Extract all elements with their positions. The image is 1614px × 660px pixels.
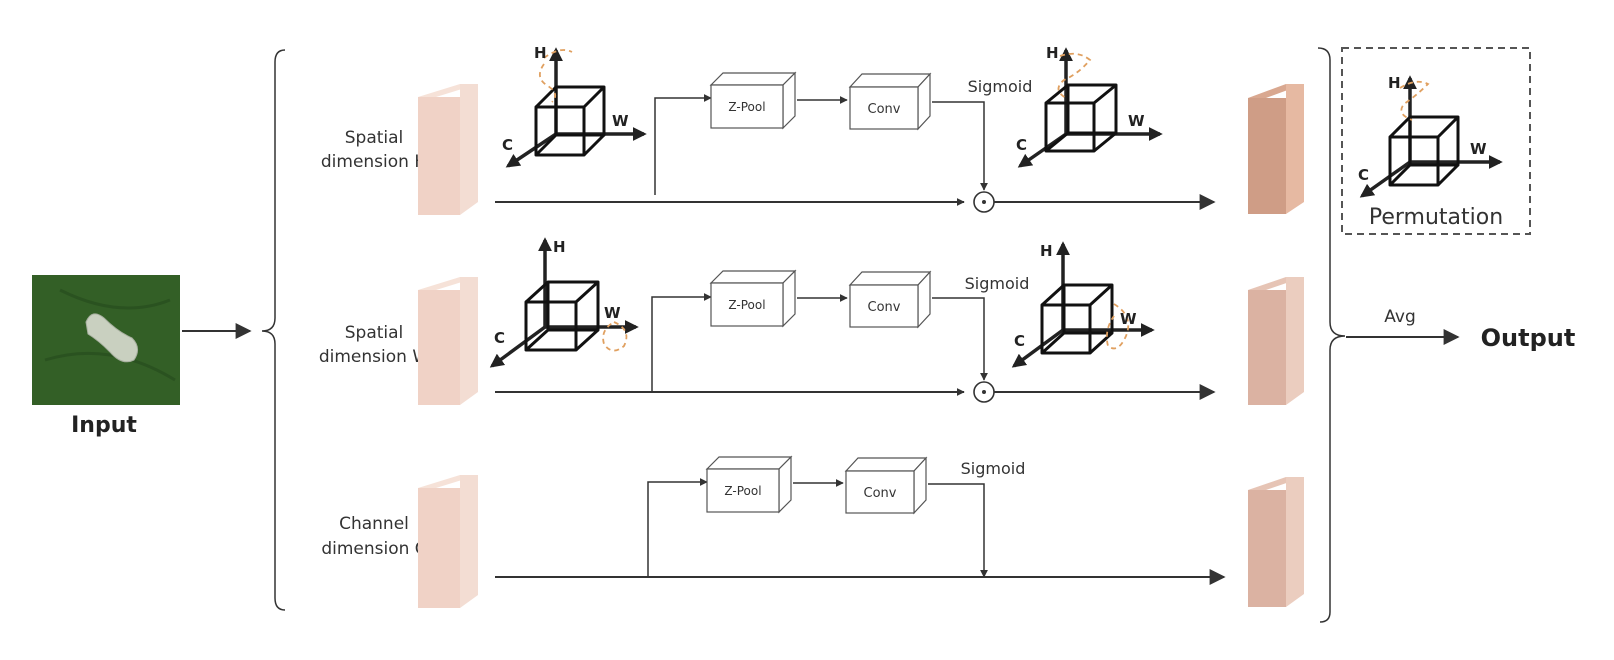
right-brace bbox=[1317, 47, 1346, 623]
axis-c-text: C bbox=[1016, 136, 1027, 154]
branch-w-sigmoid-arrow bbox=[932, 297, 988, 381]
branch-h-conv-box: Conv bbox=[848, 72, 932, 131]
branch-w-input-cube-icon: H W C bbox=[489, 237, 639, 368]
axis-w-text: W bbox=[604, 304, 621, 322]
axis-w-text: W bbox=[1128, 112, 1145, 130]
branch-h-multiply-icon bbox=[973, 191, 995, 213]
branch-h-sigmoid-arrow bbox=[932, 101, 988, 191]
axis-h-text: H bbox=[534, 44, 547, 62]
permutation-label: Permutation bbox=[1369, 205, 1503, 230]
avg-label: Avg bbox=[1384, 307, 1416, 327]
branch-w-output-tensor bbox=[1248, 277, 1304, 405]
branch-c-conv-box: Conv bbox=[844, 456, 928, 515]
branch-c-sigmoid-arrow bbox=[928, 483, 988, 578]
branch-c-output-tensor bbox=[1248, 477, 1304, 607]
axis-c-text: C bbox=[494, 329, 505, 347]
branch-h-sigmoid-text: Sigmoid bbox=[968, 77, 1033, 96]
left-brace bbox=[261, 49, 286, 611]
branch-c-zpool-box: Z-Pool bbox=[705, 455, 793, 514]
branch-w-conv-text: Conv bbox=[868, 300, 901, 315]
axis-h-text: H bbox=[553, 238, 566, 256]
branch-c-to-zpool-arrow bbox=[647, 478, 708, 577]
branch-w-sigmoid-text: Sigmoid bbox=[965, 274, 1030, 293]
branch-w-zpool-text: Z-Pool bbox=[728, 298, 765, 312]
axis-c-text: C bbox=[1014, 332, 1025, 350]
axis-w-text: W bbox=[1120, 310, 1137, 328]
branch-c-conv-text: Conv bbox=[864, 486, 897, 501]
axis-w-text: W bbox=[612, 112, 629, 130]
branch-c-zpool-text: Z-Pool bbox=[724, 484, 761, 498]
branch-h-zpool-text: Z-Pool bbox=[728, 100, 765, 114]
axis-h-text: H bbox=[1040, 242, 1053, 260]
branch-h-output-tensor bbox=[1248, 84, 1304, 214]
branch-w-to-zpool-arrow bbox=[651, 293, 712, 392]
branch-c-sigmoid-text: Sigmoid bbox=[961, 459, 1026, 478]
branch-h-input-cube-icon: H W C bbox=[502, 44, 647, 168]
axis-c-text: C bbox=[502, 136, 513, 154]
branch-h-output-cube-icon: H W C bbox=[1016, 44, 1163, 168]
permutation-legend: H W C Permutation bbox=[1341, 47, 1531, 235]
axis-w-text: W bbox=[1470, 140, 1487, 158]
branch-h-to-zpool-arrow bbox=[654, 94, 712, 195]
branch-h-label-line2: dimension H bbox=[321, 152, 427, 172]
branch-c-label-line1: Channel bbox=[339, 514, 409, 534]
axis-h-text: H bbox=[1388, 74, 1401, 92]
branch-w-conv-box: Conv bbox=[848, 270, 932, 329]
branch-w-input-tensor bbox=[418, 277, 478, 405]
output-label: Output bbox=[1481, 324, 1576, 352]
branch-h-input-tensor bbox=[418, 84, 478, 215]
branch-h-conv-text: Conv bbox=[868, 102, 901, 117]
branch-w-zpool-box: Z-Pool bbox=[709, 269, 797, 328]
branch-h-label-line1: Spatial bbox=[345, 128, 404, 148]
larva-icon bbox=[85, 313, 138, 363]
input-label: Input bbox=[71, 413, 137, 438]
branch-w-label-line1: Spatial bbox=[345, 323, 404, 343]
branch-c-label-line2: dimension C bbox=[321, 539, 426, 559]
branch-w-multiply-icon bbox=[973, 381, 995, 403]
input-image bbox=[32, 275, 180, 405]
permutation-cube-icon: H W C bbox=[1358, 74, 1503, 198]
branch-w-label-line2: dimension W bbox=[319, 347, 429, 367]
axis-h-text: H bbox=[1046, 44, 1059, 62]
branch-h-zpool-box: Z-Pool bbox=[709, 71, 797, 130]
branch-c-input-tensor bbox=[418, 475, 478, 608]
axis-c-text: C bbox=[1358, 166, 1369, 184]
branch-w-output-cube-icon: H W C bbox=[1011, 241, 1155, 368]
